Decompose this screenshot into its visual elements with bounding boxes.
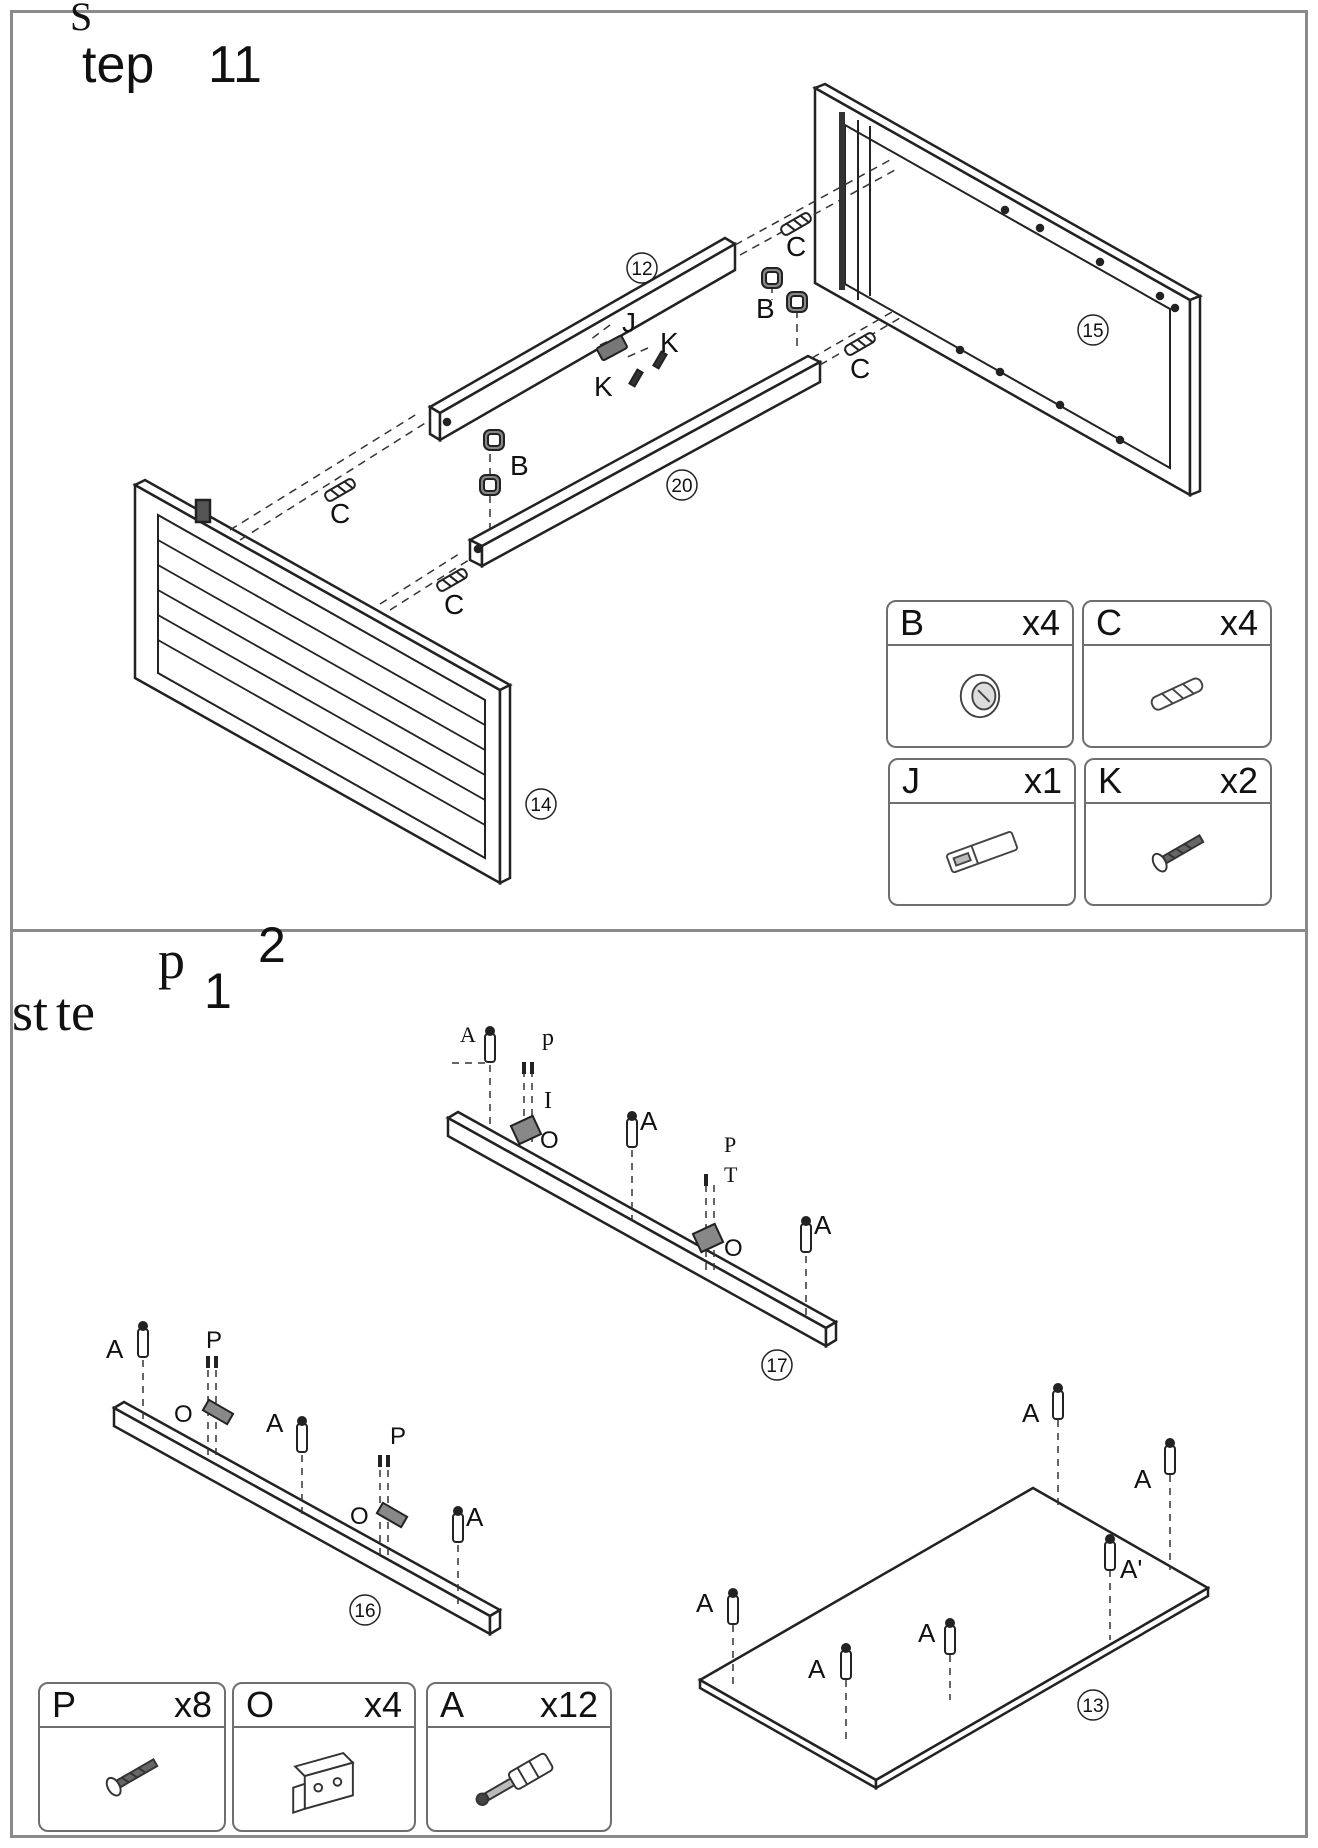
screw-icon [1086,804,1270,904]
step-12-title-p: p [158,930,185,990]
hardware-box-header: B x4 [888,602,1072,646]
hardware-box-header: J x1 [890,760,1074,804]
callout-c-4: C [850,353,870,384]
step-12-guide-lines [142,1062,1171,1745]
callout-p-top-1: p [542,1025,554,1051]
hardware-letter: J [902,760,920,801]
callout-a-left-1: A [106,1334,124,1364]
step-11-title-tep: tep [82,36,154,94]
callout-a-left-2: A [266,1408,284,1438]
callout-a-b-1: A [1022,1398,1040,1428]
callout-p-left-1: P [206,1327,222,1354]
callout-a-top-1: A [460,1022,476,1047]
step-12-title-te: te [56,982,95,1042]
hardware-box-c: C x4 [1082,600,1272,748]
step-12-title-2: 2 [258,917,286,973]
part-12-rail [427,236,738,443]
hardware-box-header: O x4 [234,1684,414,1728]
hardware-qty: x2 [1219,760,1258,801]
part-20-rail [467,354,823,569]
part-15-side-panel [812,82,1203,498]
cam-bolt-icon [428,1728,610,1830]
callout-k-1: K [594,371,613,402]
step-12-title-st: st [12,982,48,1042]
hardware-box-header: A x12 [428,1684,610,1728]
callout-a-b-5: A [808,1654,826,1684]
hardware-letter: A [440,1684,465,1725]
hardware-letter: O [246,1684,275,1725]
callout-a-top-2: A [640,1106,658,1136]
callout-o-left-2: O [350,1503,369,1530]
callout-o-left-1: O [174,1401,193,1428]
hardware-qty: x12 [539,1684,598,1725]
step-12-title-1: 1 [204,963,232,1019]
step-11-title-s: S [70,0,92,39]
callout-part-14: 14 [530,795,552,816]
hardware-box-header: K x2 [1086,760,1270,804]
step-12-panel [10,929,1308,1838]
callout-c-2: C [444,589,464,620]
callout-o-top-1: O [540,1127,559,1154]
callout-part-20: 20 [671,476,692,497]
callout-o-top-2: O [724,1235,743,1262]
step-12-callouts: A p I O . A P T O A 17 A P O A P O A 16 … [106,1022,1152,1721]
callout-i-top-1: I [544,1088,552,1114]
callout-c-3: C [786,231,806,262]
shelf-bracket-icon [234,1728,414,1830]
step-12-cam-bolts [137,1026,1176,1680]
step-11-guide-lines [229,159,901,611]
hardware-box-header: P x8 [40,1684,224,1728]
callout-j: J [622,307,636,338]
step-11-callouts: 12 15 20 14 J K K B B C C C C [330,231,1109,820]
step-12-title: st te p 1 2 [12,917,286,1042]
hardware-letter: B [900,602,925,643]
hardware-box-p: P x8 [38,1682,226,1832]
callout-part-12: 12 [631,259,652,280]
callout-p-left-2: P [390,1423,406,1450]
hardware-qty: x4 [1021,602,1060,643]
dowel-icon [1084,646,1270,746]
part-14-slatted-panel [132,478,513,886]
hardware-letter: C [1096,602,1122,643]
callout-a-b-6: A [918,1618,936,1648]
hardware-qty: x1 [1023,760,1062,801]
callout-a-b-4: A [696,1588,714,1618]
screw-icon [40,1728,224,1830]
callout-p-top-2: P [724,1132,736,1157]
hardware-box-a: A x12 [426,1682,612,1832]
callout-a-b-2: A [1134,1464,1152,1494]
hardware-box-o: O x4 [232,1682,416,1832]
callout-dot: . [544,1154,550,1179]
callout-part-16: 16 [354,1601,375,1622]
hardware-letter: K [1098,760,1123,801]
callout-a-left-3: A [466,1502,484,1532]
step-11-hardware-parts [324,212,876,592]
hardware-box-k: K x2 [1084,758,1272,906]
callout-k-2: K [660,327,679,358]
callout-a-b-3: A' [1120,1554,1142,1584]
hardware-box-b: B x4 [886,600,1074,748]
callout-t-top-2: T [724,1162,738,1187]
callout-a-top-3: A [814,1210,832,1240]
part-17-board [445,1110,839,1349]
hardware-box-header: C x4 [1084,602,1270,646]
callout-b-1: B [510,450,529,481]
part-16-board [111,1400,503,1637]
step-11-title-number: 11 [208,36,262,94]
cam-lock-icon [888,646,1072,746]
callout-part-15: 15 [1082,321,1103,342]
hardware-qty: x8 [173,1684,212,1725]
hardware-qty: x4 [363,1684,402,1725]
callout-part-17: 17 [766,1356,787,1377]
callout-b-2: B [756,293,775,324]
hardware-letter: P [52,1684,77,1725]
hardware-box-j: J x1 [888,758,1076,906]
callout-part-13: 13 [1082,1696,1103,1717]
callout-c-1: C [330,498,350,529]
step-11-title: S tep 11 [70,0,262,94]
magnetic-catch-icon [890,804,1074,904]
hardware-qty: x4 [1219,602,1258,643]
